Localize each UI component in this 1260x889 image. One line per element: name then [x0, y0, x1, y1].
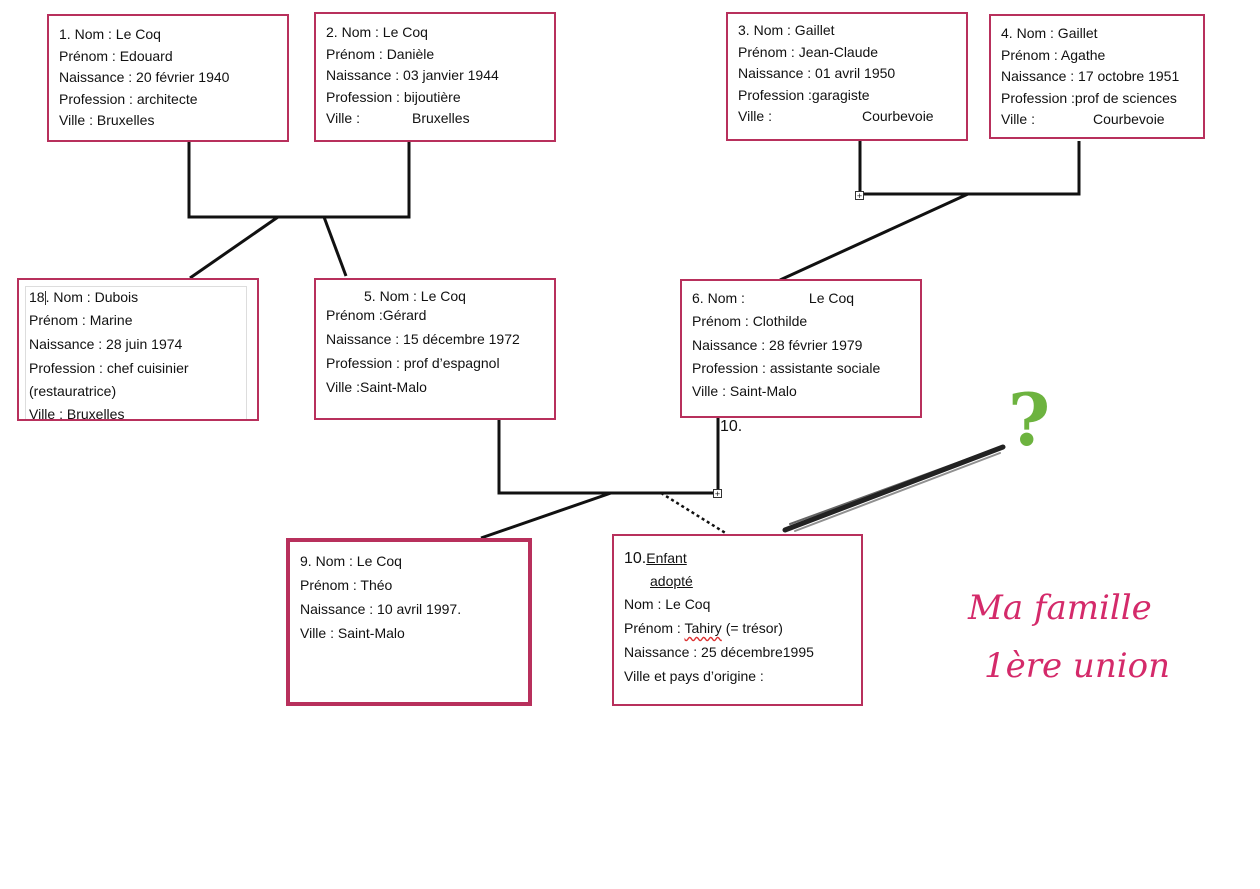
person-birth: Naissance : 10 avril 1997. [300, 601, 462, 617]
person-profession: Profession : architecte [59, 90, 198, 107]
person-firstname: Prénom :Gérard [326, 307, 427, 323]
dotted-link-to-10 [660, 491, 728, 536]
adopted-label: adopté [650, 573, 693, 589]
person-name: Nom : Le Coq [379, 288, 466, 304]
person-box-2[interactable]: 2. Nom : Le Coq Prénom : Danièle Naissan… [314, 12, 556, 142]
person-birth: Naissance : 17 octobre 1951 [1001, 68, 1180, 84]
person-city: Ville : Saint-Malo [692, 383, 797, 399]
scribble-stroke [782, 444, 1006, 533]
person-profession: Profession : chef cuisinier [29, 360, 189, 376]
person-name: Nom : Gaillet [753, 22, 835, 38]
link-couple34-to-6 [779, 192, 969, 282]
person-birth: Naissance : 01 avril 1950 [738, 65, 896, 81]
person-box-9[interactable]: 9. Nom : Le Coq Prénom : Théo Naissance … [286, 538, 532, 706]
person-name: Nom : Gaillet [1016, 25, 1098, 41]
person-profession: Profession : assistante sociale [692, 360, 881, 376]
person-city: Ville :Courbevoie [738, 108, 934, 124]
person-box-10[interactable]: 10.Enfant adopté Nom : Le Coq Prénom : T… [612, 534, 863, 706]
person-box-3[interactable]: 3. Nom : Gaillet Prénom : Jean-Claude Na… [726, 12, 968, 141]
person-birth: Naissance : 20 février 1940 [59, 69, 230, 85]
question-mark-icon: ? [1008, 377, 1051, 462]
couple-1-2-connector [187, 141, 411, 219]
anchor-handle-icon[interactable]: + [855, 191, 864, 201]
person-firstname: Prénom : Marine [29, 312, 133, 328]
person-firstname: Prénom : Clothilde [692, 313, 808, 329]
link-couple12-to-5 [322, 216, 348, 277]
person-city: Ville :Saint-Malo [326, 379, 427, 395]
person-name: Nom : Le Coq [624, 596, 711, 612]
text-cursor [44, 291, 46, 306]
couple-3-4-connector [858, 141, 1081, 196]
person-birth: Naissance : 15 décembre 1972 [326, 331, 520, 347]
person-box-5[interactable]: 5. Nom : Le Coq Prénom :Gérard Naissance… [314, 278, 556, 420]
person-city: Ville et pays d’origine : [624, 668, 764, 684]
page-title-line2: 1ère union [984, 646, 1170, 686]
person-name: Nom : Le Coq [341, 24, 428, 40]
person-name: Nom : Le Coq [315, 553, 402, 569]
person-firstname: Prénom : Agathe [1001, 46, 1106, 63]
person-box-1[interactable]: 1. Nom : Le Coq Prénom : Edouard Naissan… [47, 14, 289, 142]
person-profession: Profession :prof de sciences [1001, 89, 1177, 106]
person-box-4[interactable]: 4. Nom : Gaillet Prénom : Agathe Naissan… [989, 14, 1205, 139]
person-firstname: Prénom : Tahiry (= trésor) [624, 620, 783, 636]
link-couple56-to-9 [480, 491, 612, 540]
person-profession: Profession : prof d’espagnol [326, 355, 500, 371]
adopted-child-label: Enfant [646, 550, 687, 566]
text-frame [25, 286, 247, 419]
person-firstname: Prénom : Edouard [59, 47, 173, 64]
person-name: Nom : Le Coq [74, 26, 161, 42]
couple-5-6-connector [497, 418, 720, 495]
person-profession-detail: (restauratrice) [29, 383, 117, 399]
person-box-18[interactable]: 18. Nom : Dubois Prénom : Marine Naissan… [17, 278, 259, 422]
person-name: . Nom : Dubois [45, 289, 139, 305]
person-city: Ville : Bruxelles [59, 112, 155, 128]
person-firstname: Prénom : Théo [300, 577, 393, 593]
link-couple12-to-18 [189, 215, 279, 280]
floating-number-label: 10. [720, 418, 743, 435]
person-birth: Naissance : 25 décembre1995 [624, 644, 814, 660]
page-title-line1: Ma famille [968, 588, 1152, 628]
person-birth: Naissance : 03 janvier 1944 [326, 67, 499, 83]
person-city: Ville :Bruxelles [326, 110, 470, 126]
person-firstname: Prénom : Jean-Claude [738, 43, 879, 60]
person-city: Ville : Bruxelles [29, 406, 125, 422]
person-profession: Profession :garagiste [738, 86, 870, 103]
person-profession: Profession : bijoutière [326, 88, 461, 105]
person-city: Ville : Saint-Malo [300, 625, 405, 641]
person-birth: Naissance : 28 juin 1974 [29, 336, 183, 352]
anchor-handle-icon[interactable]: + [713, 489, 722, 499]
person-name: 6. Nom :Le Coq [692, 290, 855, 306]
person-box-6[interactable]: 6. Nom :Le Coq Prénom : Clothilde Naissa… [680, 279, 922, 418]
person-birth: Naissance : 28 février 1979 [692, 337, 863, 353]
person-city: Ville :Courbevoie [1001, 111, 1165, 127]
person-firstname: Prénom : Danièle [326, 45, 435, 62]
